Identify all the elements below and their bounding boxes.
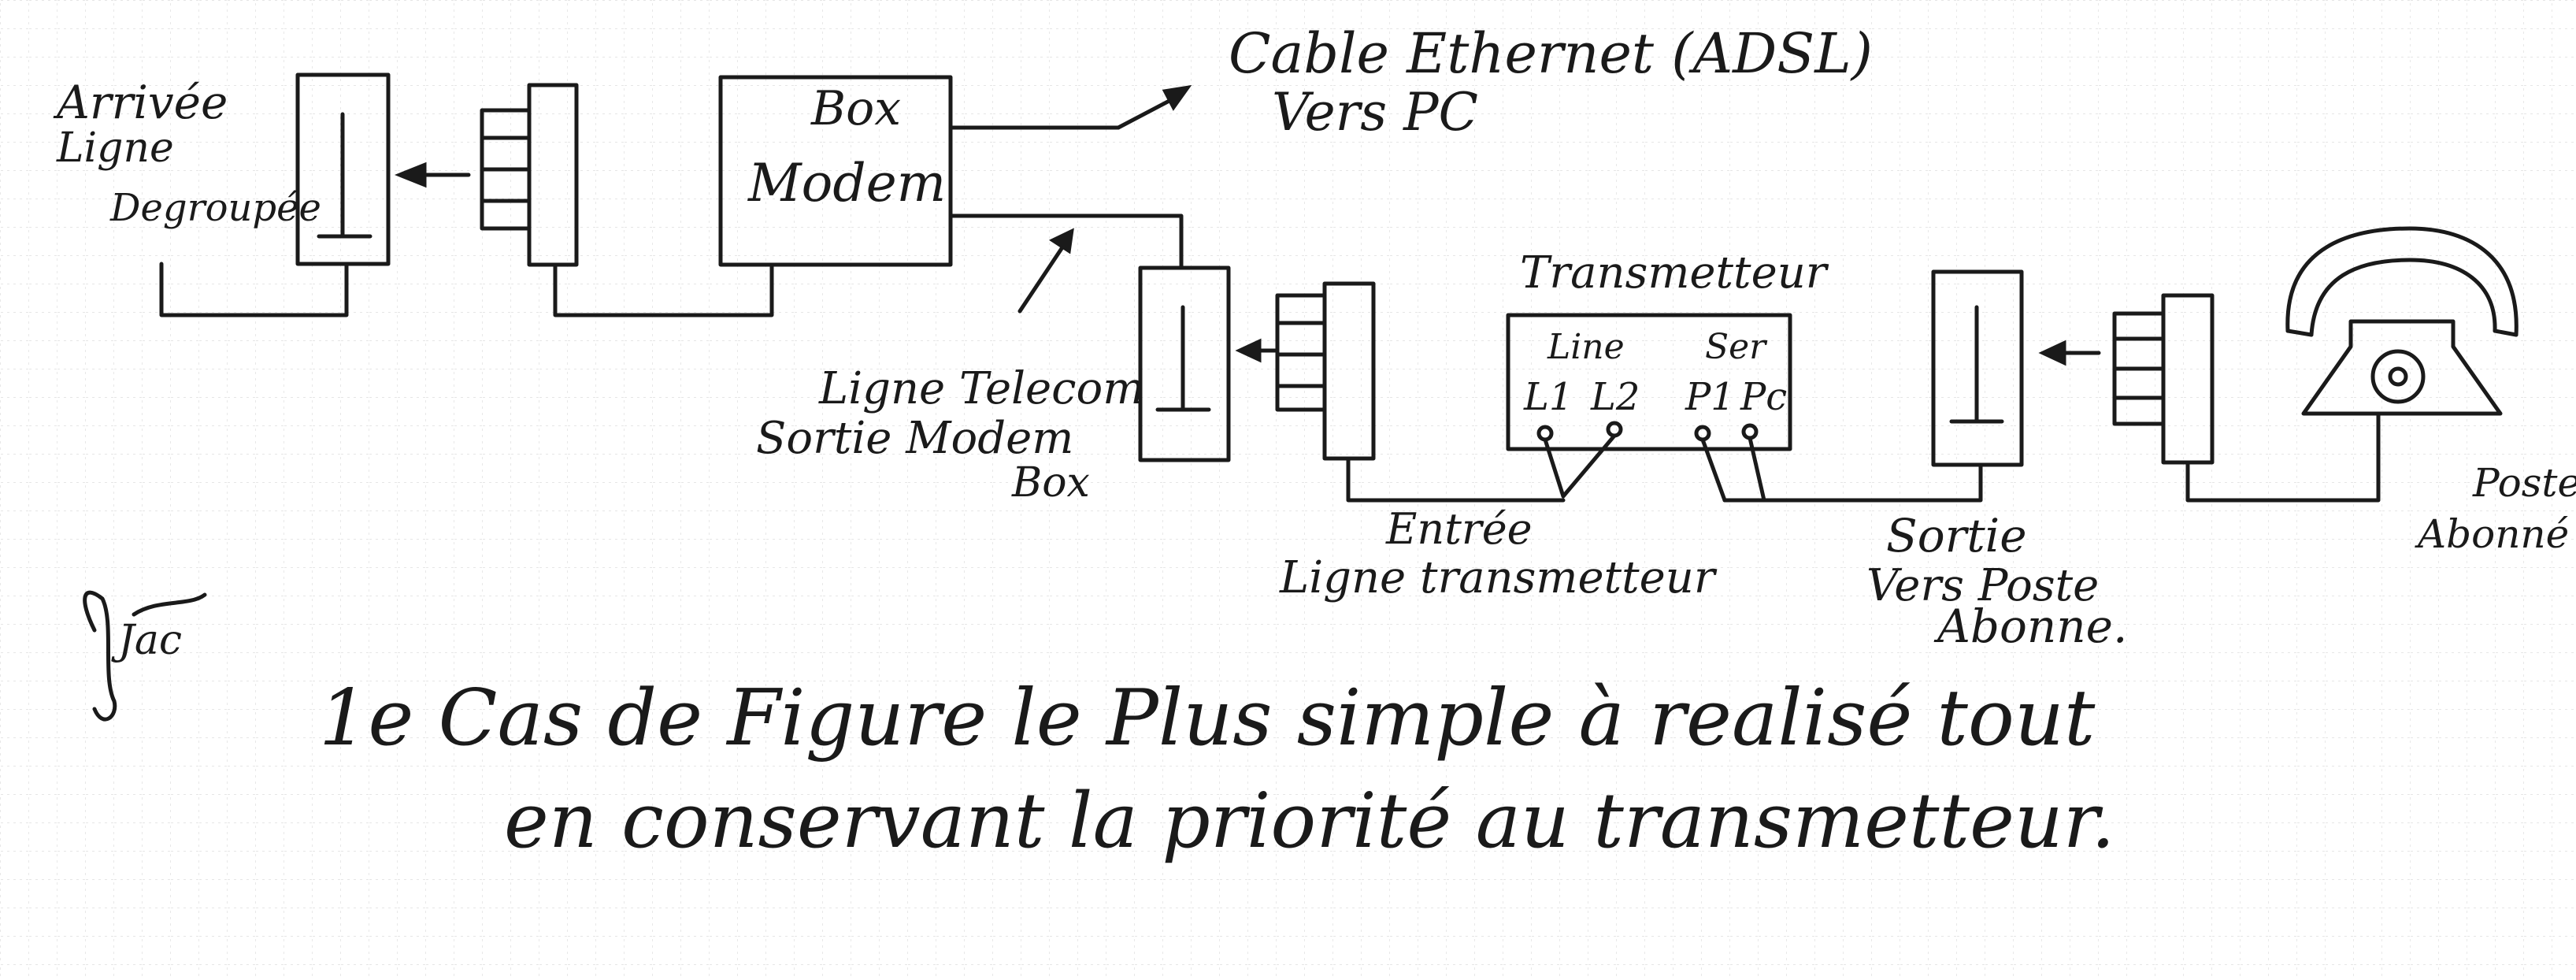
signature: Jac	[83, 590, 207, 722]
wire-modem-to-socket2	[948, 213, 1184, 270]
label-ligne-telecom-line3: Box	[1011, 459, 1090, 507]
label-transmetteur: Transmetteur Line Ser L1 L2 P1 Pc	[1520, 247, 1829, 419]
wire-plug1-to-modem	[553, 262, 774, 317]
label-transmetteur-title: Transmetteur	[1520, 247, 1829, 299]
label-sortie-line2: Vers Poste	[1866, 560, 2099, 611]
label-cable-line2: Vers PC	[1272, 82, 1478, 143]
ethernet-cable-arrow	[948, 84, 1192, 130]
label-ligne-telecom-line2: Sortie Modem	[756, 413, 1073, 464]
label-poste-line1: Poste	[2472, 460, 2576, 506]
label-sortie-line1: Sortie	[1886, 509, 2027, 562]
wall-socket-arrivee	[295, 72, 391, 266]
label-arrivee-line2: Ligne	[56, 124, 174, 172]
wire-plug2-to-transmetteur-line	[1346, 433, 1617, 503]
wire-plug3-to-telephone	[2185, 411, 2381, 503]
caption-line1: 1e Cas de Figure le Plus simple à realis…	[319, 674, 2096, 763]
label-transmetteur-ser: Ser	[1705, 327, 1768, 367]
label-transmetteur-l1: L1	[1523, 375, 1573, 419]
label-ligne-telecom-line1: Ligne Telecom	[818, 363, 1144, 414]
label-box-modem-line1: Box	[810, 81, 901, 136]
label-box-modem: Box Modem	[747, 81, 946, 213]
arrow-plug3-to-socket3	[2038, 340, 2101, 366]
telephone-icon	[2285, 226, 2519, 416]
plug-2	[1275, 281, 1376, 461]
label-sortie-line3: Abonne.	[1933, 600, 2127, 653]
box-modem	[718, 75, 953, 267]
label-sortie: Sortie Vers Poste Abonne.	[1866, 509, 2127, 653]
signature-text: Jac	[111, 617, 182, 664]
label-transmetteur-l2: L2	[1590, 375, 1640, 419]
label-arrivee-line1: Arrivée	[53, 76, 228, 129]
label-transmetteur-p1: P1	[1685, 375, 1735, 419]
plug-1	[480, 83, 579, 267]
label-poste-line2: Abonné	[2415, 511, 2569, 557]
label-arrivee-line3: Degroupée	[109, 186, 321, 230]
arrow-ligne-telecom	[1017, 228, 1074, 314]
plug-3	[2112, 293, 2215, 465]
label-entree-line1: Entrée	[1385, 504, 1533, 554]
label-transmetteur-pc: Pc	[1740, 375, 1787, 419]
wire-transmetteur-ser-to-socket3	[1700, 436, 1983, 503]
caption-line2: en conservant la priorité au transmetteu…	[504, 777, 2115, 865]
label-ligne-telecom: Ligne Telecom Sortie Modem Box	[756, 363, 1144, 507]
label-poste-abonne: Poste Abonné	[2415, 460, 2576, 557]
arrow-plug2-to-socket2	[1235, 338, 1278, 363]
label-box-modem-line2: Modem	[747, 153, 946, 213]
arrow-plug1-to-socket1	[394, 161, 471, 188]
wall-socket-3	[1931, 269, 2024, 467]
wire-socket1-loop	[159, 262, 349, 317]
label-entree: Entrée Ligne transmetteur	[1279, 504, 1718, 603]
label-cable-ethernet: Cable Ethernet (ADSL) Vers PC	[1229, 21, 1873, 143]
wall-socket-2	[1138, 265, 1231, 462]
label-arrivee: Arrivée Ligne Degroupée	[53, 76, 321, 230]
label-entree-line2: Ligne transmetteur	[1279, 552, 1718, 603]
label-cable-line1: Cable Ethernet (ADSL)	[1229, 21, 1873, 86]
caption: 1e Cas de Figure le Plus simple à realis…	[319, 674, 2115, 865]
label-transmetteur-line: Line	[1547, 327, 1625, 367]
